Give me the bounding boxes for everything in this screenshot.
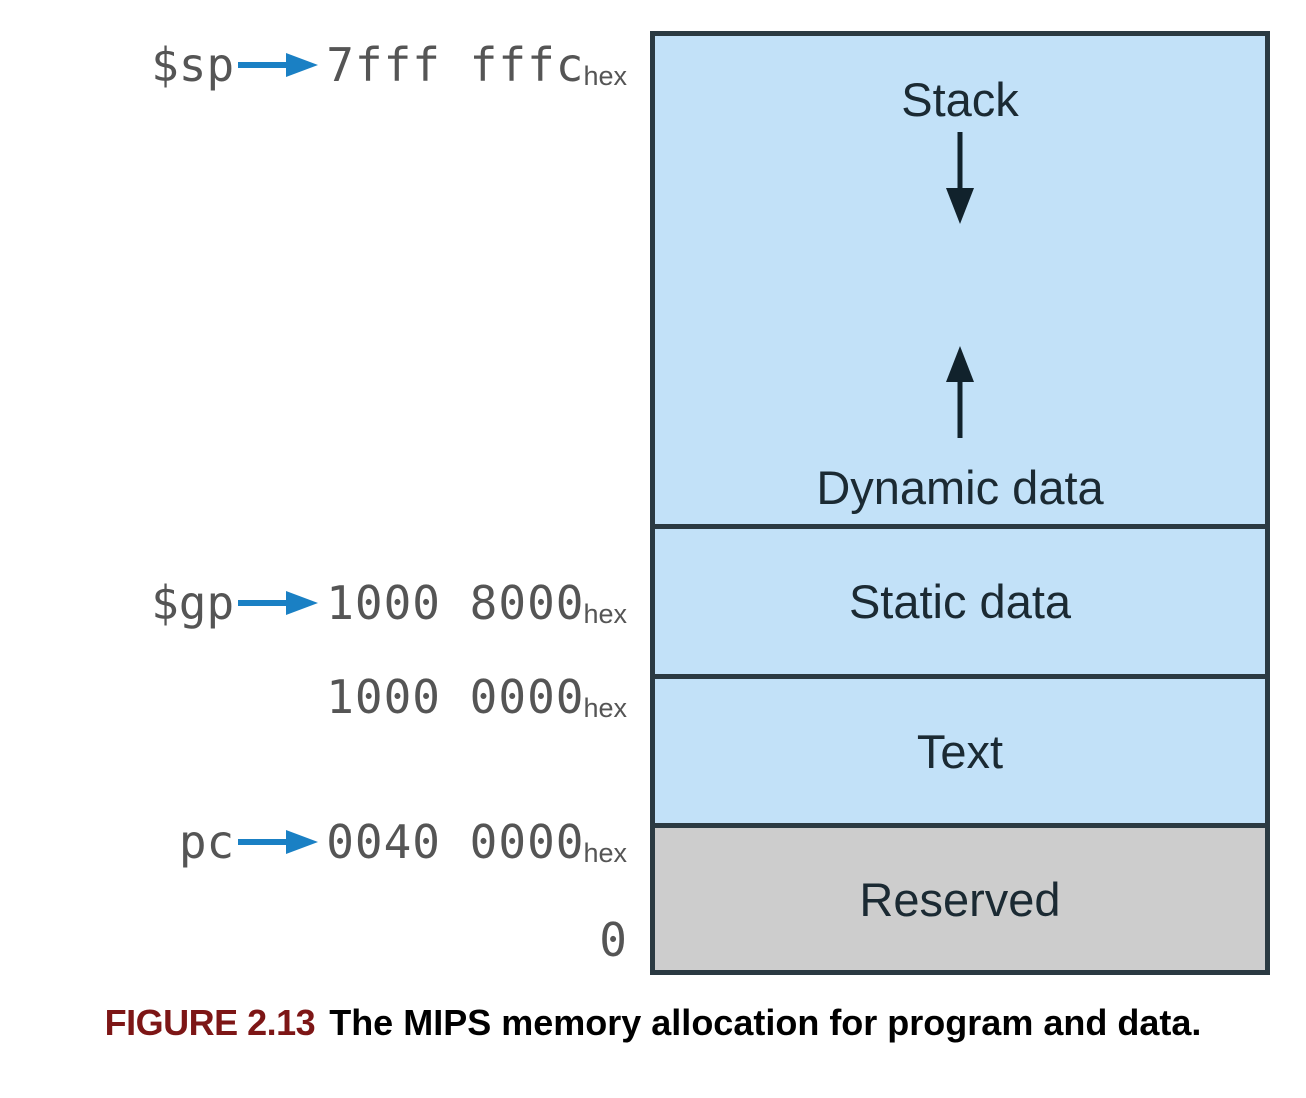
address-subscript-sp: hex — [583, 60, 627, 91]
address-label-zero: 0 — [0, 910, 640, 970]
address-subscript-static-base: hex — [583, 692, 627, 723]
address-value-gp: 1000 8000 — [326, 576, 585, 630]
address-value-pc: 0040 0000 — [326, 815, 585, 869]
stack-label: Stack — [901, 73, 1019, 126]
figure-number: FIGURE 2.13 — [104, 1002, 316, 1043]
address-subscript-gp: hex — [583, 598, 627, 629]
memory-block-dynamic-data-title: Dynamic data — [655, 460, 1265, 515]
register-name-gp: $gp — [151, 576, 235, 630]
address-value-sp: 7fff fffc — [326, 38, 585, 92]
reserved-label: Reserved — [859, 872, 1061, 926]
stack-grow-down-arrow-icon — [938, 132, 982, 229]
figure-caption-text: The MIPS memory allocation for program a… — [329, 1002, 1202, 1043]
register-name-sp: $sp — [151, 38, 235, 92]
memory-block-static-data: Static data — [655, 529, 1265, 679]
dynamic-data-label: Dynamic data — [816, 461, 1104, 514]
memory-block-text: Text — [655, 679, 1265, 828]
memory-block-stack-title: Stack — [655, 72, 1265, 127]
memory-block-reserved: Reserved — [655, 828, 1265, 970]
heap-grow-up-arrow-icon — [938, 346, 982, 443]
static-data-label: Static data — [848, 575, 1072, 628]
text-segment-label: Text — [916, 724, 1004, 778]
pointer-arrow-icon-pc — [236, 827, 320, 857]
pointer-arrow-icon-sp — [236, 50, 320, 80]
pointer-arrow-icon-gp — [236, 588, 320, 618]
register-name-pc: pc — [178, 815, 235, 869]
memory-map: Stack Dynamic data Static data — [650, 31, 1270, 975]
address-value-zero: 0 — [599, 913, 628, 967]
memory-block-stack: Stack Dynamic data — [655, 36, 1265, 529]
figure-caption: FIGURE 2.13 The MIPS memory allocation fo… — [0, 1000, 1306, 1046]
address-subscript-pc: hex — [583, 837, 627, 868]
address-value-static-base: 1000 0000 — [326, 670, 585, 724]
